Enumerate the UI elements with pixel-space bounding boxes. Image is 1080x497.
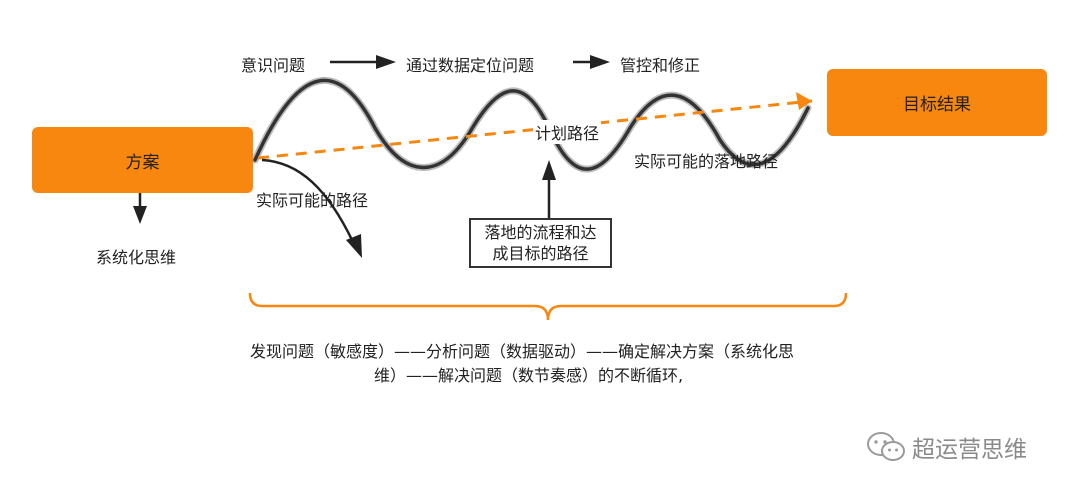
planned-path-dashed: [257, 99, 813, 160]
top-step-3: 管控和修正: [620, 56, 701, 75]
top-arrowhead-2: [590, 55, 610, 69]
systems-thinking-label: 系统化思维: [96, 248, 177, 267]
watermark: 超运营思维: [866, 430, 1027, 464]
bottom-note-line-2: 维）——解决问题（数节奏感）的不断循环,: [374, 366, 684, 385]
flow-box-line-1: 落地的流程和达: [484, 223, 597, 242]
actual-path-left-label: 实际可能的路径: [256, 191, 369, 210]
top-step-1: 意识问题: [241, 56, 306, 75]
wechat-icon: [867, 432, 905, 461]
goal-node-label: 目标结果: [903, 95, 971, 115]
planned-path-arrowhead: [796, 92, 812, 110]
plan-node: 方案: [32, 127, 253, 193]
flow-box-line-2: 成目标的路径: [492, 244, 589, 263]
bottom-brace: [248, 292, 848, 321]
watermark-text: 超运营思维: [912, 437, 1027, 463]
goal-node: 目标结果: [827, 69, 1047, 136]
bottom-note: 发现问题（敏感度）——分析问题（数据驱动）——确定解决方案（系统化思 维）——解…: [250, 340, 870, 388]
deviation-arrowhead: [346, 234, 362, 258]
deviation-arrow: [261, 158, 355, 243]
plan-down-arrowhead: [133, 206, 147, 224]
flow-box: 落地的流程和达 成目标的路径: [469, 218, 612, 268]
top-step-2: 通过数据定位问题: [406, 56, 535, 75]
top-arrowhead-1: [376, 55, 396, 69]
planned-path-label: 计划路径: [533, 120, 602, 144]
flow-up-arrowhead: [542, 160, 556, 180]
bottom-note-line-1: 发现问题（敏感度）——分析问题（数据驱动）——确定解决方案（系统化思: [250, 342, 795, 361]
actual-path-right-label: 实际可能的落地路径: [634, 152, 779, 171]
plan-node-label: 方案: [125, 152, 160, 173]
